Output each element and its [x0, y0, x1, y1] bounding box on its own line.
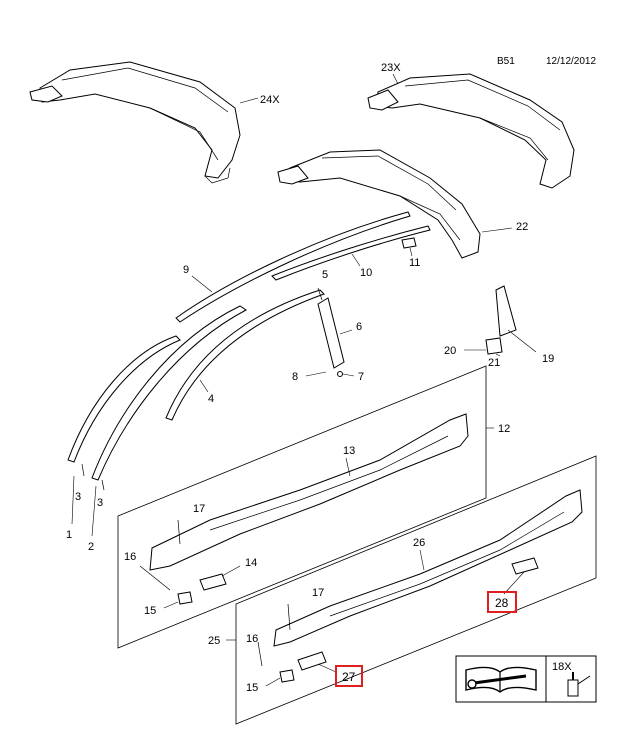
callout-22: 22	[516, 221, 528, 233]
leader-10	[351, 253, 361, 267]
callout-15a: 15	[144, 605, 156, 617]
pillar-molding-1	[67, 335, 181, 463]
clip-15a	[177, 591, 193, 605]
leader-26	[419, 549, 425, 571]
screw-17a	[177, 519, 181, 545]
callout-14: 14	[245, 557, 257, 569]
callout-21: 21	[488, 357, 500, 369]
leader-14	[221, 565, 241, 577]
callout-12: 12	[498, 423, 510, 435]
screw-16b	[257, 641, 263, 667]
rocker-panel-26	[273, 489, 583, 647]
molding-10	[271, 225, 431, 281]
molding-9	[175, 211, 411, 323]
callout-15b: 15	[246, 682, 258, 694]
pillar-molding-2	[91, 305, 247, 481]
callout-16b: 16	[246, 633, 258, 645]
leader-24x	[239, 97, 259, 104]
callout-13: 13	[343, 445, 355, 457]
spoiler-22	[277, 149, 481, 259]
callout-1: 1	[66, 529, 72, 541]
callout-7: 7	[358, 371, 364, 383]
highlight-box-27[interactable]	[335, 665, 363, 687]
rocker-panel-13	[149, 413, 469, 571]
leader-21	[495, 353, 501, 357]
clip-5	[317, 287, 323, 301]
clip-15b	[279, 669, 295, 683]
leader-27	[317, 663, 337, 673]
callout-20: 20	[444, 345, 456, 357]
spoiler-23x	[367, 73, 575, 189]
callout-17b: 17	[312, 587, 324, 599]
leader-4	[199, 379, 209, 393]
callout-10: 10	[360, 267, 372, 279]
patch-19	[495, 285, 517, 337]
callout-27[interactable]: 27	[342, 670, 356, 684]
callout-5: 5	[322, 269, 328, 281]
leader-23x	[392, 73, 399, 85]
leader-6	[339, 329, 353, 335]
spoiler-24x	[29, 61, 241, 184]
callout-8: 8	[292, 371, 298, 383]
legend-box: 18X	[455, 655, 597, 703]
callout-4: 4	[208, 393, 214, 405]
retainer-3	[81, 463, 105, 491]
callout-19: 19	[542, 353, 554, 365]
callout-3a: 3	[75, 491, 81, 503]
leader-28	[503, 571, 525, 595]
group-frame-12	[117, 365, 487, 649]
leader-9	[191, 275, 213, 293]
callout-24x: 24X	[260, 94, 280, 106]
callout-26: 26	[413, 537, 425, 549]
leader-11	[409, 247, 413, 257]
applique-6	[317, 297, 345, 369]
leader-2	[91, 485, 97, 537]
leader-7	[342, 373, 355, 377]
bracket-21	[485, 337, 503, 355]
molding-4	[165, 289, 325, 421]
screw-17b	[287, 603, 291, 631]
callout-2: 2	[88, 541, 94, 553]
callout-23x: 23X	[381, 62, 401, 74]
screw-16a	[139, 565, 171, 591]
callout-16a: 16	[124, 551, 136, 563]
nut-7	[337, 371, 343, 377]
leader-1	[71, 475, 75, 525]
sealant-tube-icon	[567, 672, 591, 697]
leader-22	[481, 227, 513, 233]
legend-quantity: 18X	[552, 661, 572, 673]
leader-15b	[265, 677, 281, 687]
bracket-14	[199, 573, 227, 591]
leader-15a	[163, 601, 179, 609]
highlight-box-28[interactable]	[487, 591, 517, 613]
callout-9: 9	[183, 264, 189, 276]
callout-17a: 17	[193, 503, 205, 515]
bracket-28	[511, 557, 539, 575]
leader-8	[305, 371, 327, 377]
bracket-27	[297, 651, 327, 671]
callout-28[interactable]: 28	[495, 596, 509, 610]
diagram-date: 12/12/2012	[546, 56, 596, 67]
callout-3b: 3	[97, 497, 103, 509]
leader-13	[345, 457, 351, 477]
callout-11: 11	[409, 257, 420, 269]
leader-19	[507, 329, 537, 353]
group-frame-25	[235, 455, 597, 725]
diagram-code: B51	[497, 56, 515, 67]
manual-wrench-icon	[465, 666, 537, 693]
clip-11	[401, 237, 417, 249]
callout-25: 25	[208, 635, 220, 647]
callout-6: 6	[356, 321, 362, 333]
